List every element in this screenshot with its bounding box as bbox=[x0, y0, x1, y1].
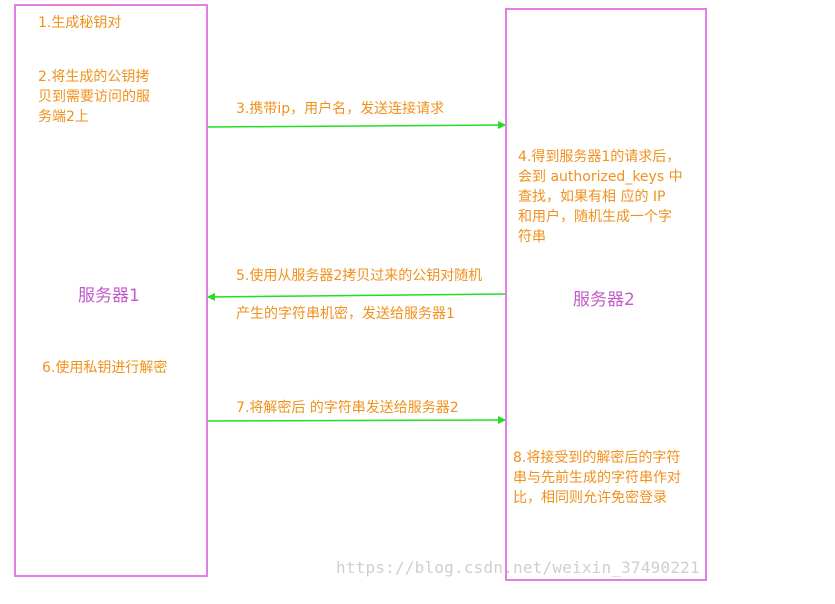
step4-text: 4.得到服务器1的请求后， 会到 authorized_keys 中 查找，如果… bbox=[518, 149, 683, 245]
server2-label: 服务器2 bbox=[573, 290, 635, 310]
step7-text: 7.将解密后 的字符串发送给服务器2 bbox=[236, 400, 459, 416]
step1-text: 1.生成秘钥对 bbox=[38, 15, 122, 31]
step8-text: 8.将接受到的解密后的字符 串与先前生成的字符串作对 比，相同则允许免密登录 bbox=[513, 450, 681, 506]
arrow-step7-to-server2 bbox=[207, 416, 506, 425]
server1-box bbox=[14, 4, 208, 577]
step3-text: 3.携带ip，用户名，发送连接请求 bbox=[236, 101, 445, 117]
step5-text-line2: 产生的字符串机密，发送给服务器1 bbox=[236, 306, 455, 322]
server1-label: 服务器1 bbox=[78, 286, 140, 306]
step2-text: 2.将生成的公钥拷 贝到需要访问的服 务端2上 bbox=[38, 69, 150, 125]
watermark-text: https://blog.csdn.net/weixin_37490221 bbox=[336, 558, 700, 577]
arrow-step3-to-server2 bbox=[207, 121, 506, 130]
step5-text-line1: 5.使用从服务器2拷贝过来的公钥对随机 bbox=[236, 268, 483, 284]
step6-text: 6.使用私钥进行解密 bbox=[42, 360, 168, 376]
server2-box bbox=[505, 8, 707, 581]
arrow-step5-to-server1 bbox=[207, 292, 506, 301]
